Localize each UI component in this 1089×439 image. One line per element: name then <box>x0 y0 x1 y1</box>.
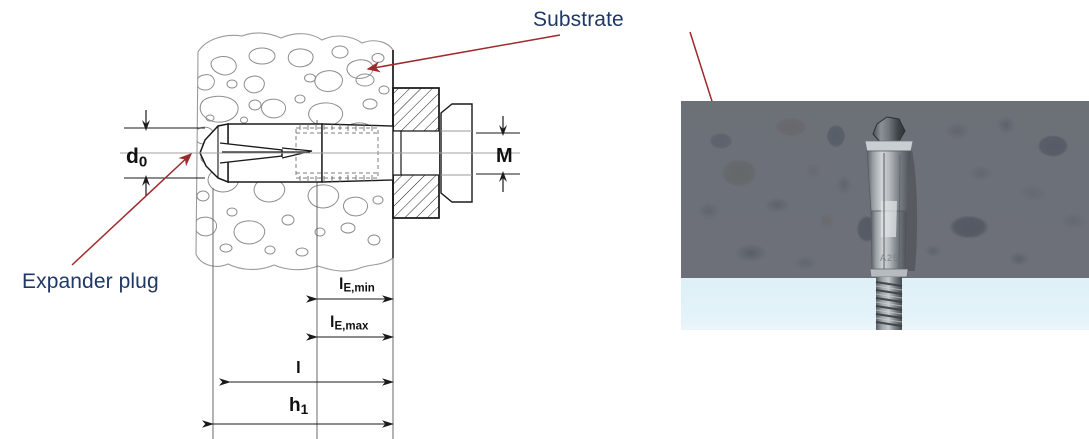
photo-anchor-bolt: A25 <box>864 116 918 330</box>
callout-arrow-expander-plug <box>71 152 193 266</box>
installation-photo: A25 <box>681 101 1089 330</box>
dim-subscript-h1: 1 <box>300 402 309 417</box>
dim-symbol-l: l <box>296 358 301 377</box>
dimension-label-lEmax: lE,max <box>330 314 368 333</box>
dim-symbol-d0: d <box>126 145 139 168</box>
dimension-label-l: l <box>296 358 301 378</box>
dim-subscript-lEmax: E,max <box>334 320 369 333</box>
anchor-assembly <box>120 123 520 184</box>
dimension-label-h1: h1 <box>289 395 308 417</box>
dimension-d0 <box>124 110 205 196</box>
dim-symbol-lEmin: l <box>339 276 344 293</box>
dim-subscript-lEmin: E,min <box>343 282 375 295</box>
callout-label-substrate: Substrate <box>533 8 624 31</box>
dimension-M <box>476 116 520 192</box>
dim-subscript-d0: 0 <box>138 153 148 171</box>
dim-symbol-M: M <box>496 145 513 167</box>
dim-symbol-h1: h <box>289 395 301 416</box>
dimension-label-lEmin: lE,min <box>339 276 375 295</box>
svg-text:A25: A25 <box>880 253 899 263</box>
dimension-label-d0: d0 <box>126 145 147 170</box>
callout-arrow-substrate-left <box>366 34 561 73</box>
dimension-label-M: M <box>496 145 513 168</box>
dim-symbol-lEmax: l <box>330 314 335 331</box>
callout-label-expander-plug: Expander plug <box>22 270 159 293</box>
